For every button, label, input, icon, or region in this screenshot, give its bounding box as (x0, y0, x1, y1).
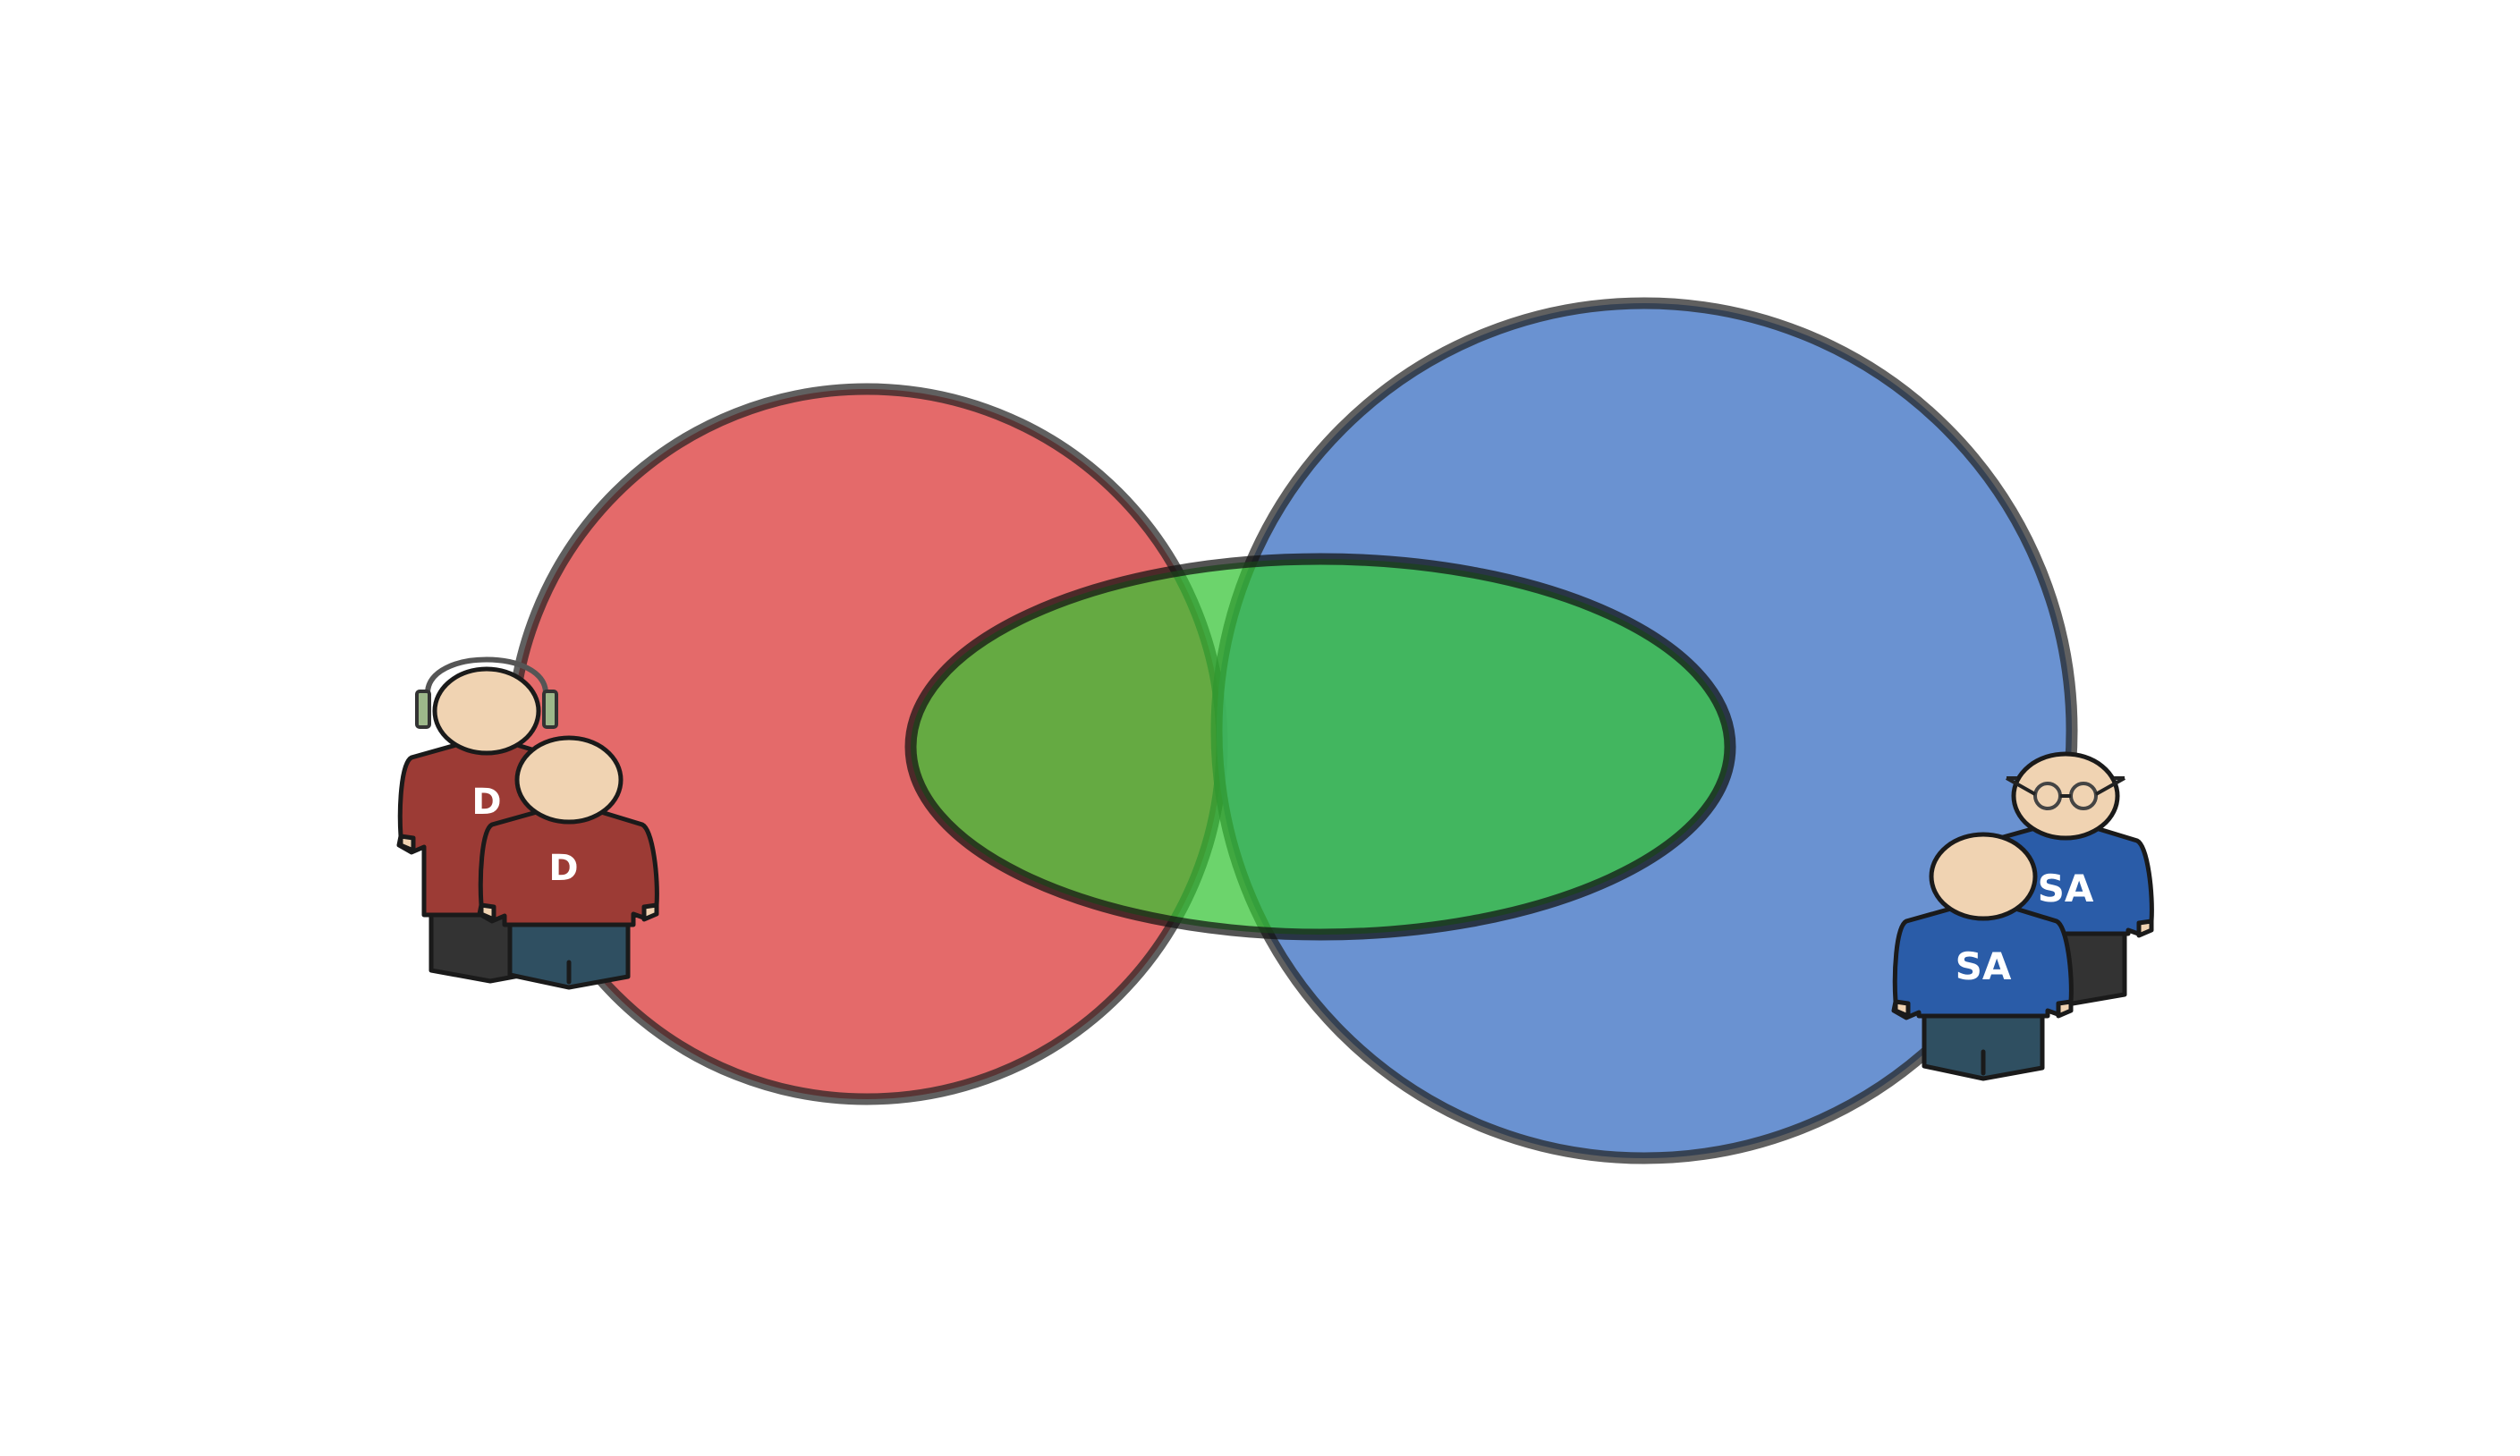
sysadmin-figure: SA (1891, 832, 2074, 1081)
headphones-icon (415, 656, 558, 729)
shirt-label: SA (1956, 944, 2012, 988)
shirt-label: D (471, 782, 501, 823)
shirt-label: SA (2038, 867, 2094, 910)
developer-figure: D (477, 735, 659, 990)
glasses-icon (2006, 776, 2125, 810)
shirt-label: D (548, 848, 578, 889)
overlap-ellipse (904, 553, 1736, 941)
